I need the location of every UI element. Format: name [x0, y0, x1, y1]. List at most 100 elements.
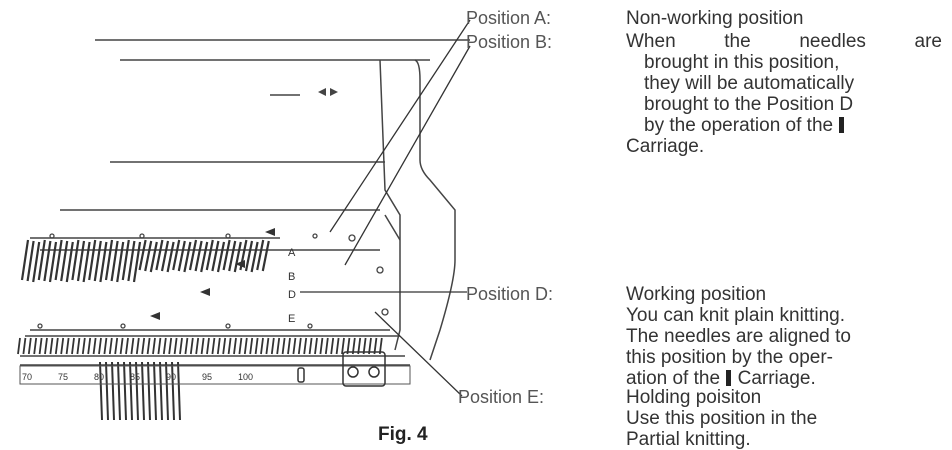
needle: [177, 240, 186, 272]
needle: [32, 241, 41, 283]
scale-number: 100: [238, 372, 253, 382]
needle: [117, 361, 121, 421]
machine-screws: [37, 233, 389, 329]
scale-number: 75: [58, 372, 68, 382]
needle: [65, 337, 70, 355]
needle: [159, 361, 163, 421]
needle: [135, 337, 140, 355]
needle: [162, 337, 167, 355]
needle: [26, 240, 35, 282]
needle: [135, 361, 139, 421]
needle: [153, 361, 157, 421]
needle: [276, 337, 281, 355]
scale-number: 80: [94, 372, 104, 382]
needle: [88, 239, 97, 281]
needle: [22, 337, 27, 355]
needle: [146, 337, 151, 355]
needle: [330, 337, 335, 355]
position-a-label: Position A:: [466, 8, 552, 28]
rail-letter: D: [288, 289, 296, 301]
needle: [324, 337, 329, 355]
needle: [256, 239, 265, 271]
needle: [205, 239, 214, 271]
desc-line: The needles are aligned to: [626, 326, 851, 347]
needle: [211, 240, 220, 272]
scale-number: 70: [22, 372, 32, 382]
needle: [171, 361, 175, 421]
needle: [249, 337, 254, 355]
needle: [303, 337, 308, 355]
needle: [60, 337, 65, 355]
needle: [27, 337, 32, 355]
needle: [127, 240, 136, 282]
needle: [99, 361, 103, 421]
needle-rail: [30, 237, 390, 331]
label-arrowheads: [150, 228, 275, 320]
needle: [121, 239, 130, 281]
needle: [168, 337, 173, 355]
needle: [194, 240, 203, 272]
needle: [155, 239, 164, 271]
needle: [114, 337, 119, 355]
needle: [222, 239, 231, 271]
desc-line-text: Carriage.: [737, 368, 816, 389]
needle: [49, 337, 54, 355]
needle: [104, 239, 114, 281]
needle: [81, 337, 86, 355]
needle: [105, 361, 109, 421]
machine-frame: [20, 39, 470, 366]
needle: [166, 241, 175, 273]
needle: [179, 337, 183, 355]
needle: [341, 337, 345, 355]
needle: [71, 337, 75, 355]
needle: [216, 337, 221, 355]
needle: [125, 337, 129, 355]
position-e-label: Position E:: [458, 387, 545, 407]
needle: [165, 361, 169, 421]
rail-letter: E: [288, 313, 295, 325]
needle: [99, 241, 108, 283]
needle: [173, 337, 178, 355]
needle: [103, 337, 108, 355]
needle: [216, 241, 226, 273]
needle: [76, 240, 86, 282]
needle: [206, 337, 210, 355]
scale-number: 90: [166, 372, 176, 382]
rail-letter: A: [288, 247, 296, 259]
needle: [254, 337, 259, 355]
needle: [93, 240, 102, 282]
needle: [281, 337, 286, 355]
needle: [250, 241, 259, 273]
needle: [222, 337, 227, 355]
needle: [129, 361, 133, 421]
desc-line: Working position: [626, 284, 767, 305]
desc-line: this position by the oper-: [626, 347, 834, 368]
needle-bed: [17, 239, 383, 421]
needle: [144, 240, 153, 272]
needle: [60, 240, 69, 282]
needle: [200, 337, 205, 355]
needle: [138, 239, 147, 271]
needle: [48, 241, 58, 283]
label-pointer-lines: [300, 19, 471, 397]
desc-line-text: by the operation of the: [644, 115, 834, 136]
desc-line: When the needles are: [626, 31, 942, 52]
carriage-symbol-icon: [726, 370, 732, 386]
needle: [87, 337, 92, 355]
needle: [195, 337, 200, 355]
needle: [20, 239, 30, 281]
needle: [44, 337, 48, 355]
needle: [308, 337, 313, 355]
needle: [238, 337, 243, 355]
desc-line: brought to the Position D: [644, 94, 854, 115]
needle: [260, 337, 264, 355]
needle: [54, 337, 59, 355]
needle: [141, 361, 145, 421]
desc-line: Partial knitting.: [626, 429, 751, 450]
scale-number: 85: [130, 372, 140, 382]
needle: [157, 337, 162, 355]
needle: [233, 337, 237, 355]
needle: [228, 240, 237, 272]
position-d-label: Position D:: [466, 284, 554, 304]
